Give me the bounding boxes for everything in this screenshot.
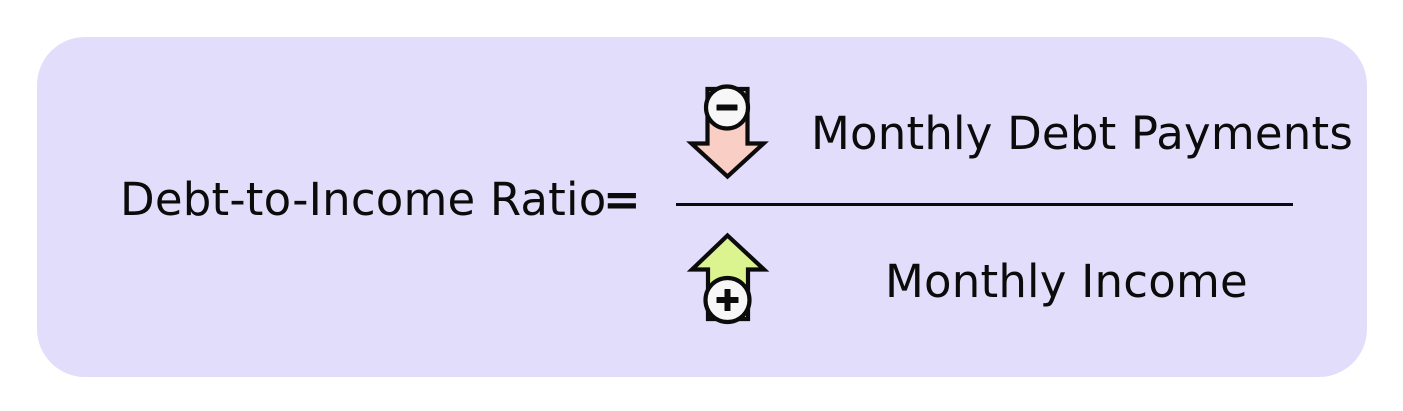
down-arrow-minus-svg	[686, 84, 769, 180]
equals-sign: =	[603, 173, 641, 226]
up-arrow-plus-icon	[682, 228, 774, 328]
formula-card	[37, 37, 1367, 377]
up-arrow-plus-svg	[686, 232, 770, 325]
minus-glyph	[716, 104, 738, 111]
down-arrow-minus-icon	[682, 80, 774, 182]
plus-glyph-vertical	[724, 289, 731, 311]
ratio-name-label: Debt-to-Income Ratio	[120, 173, 607, 226]
